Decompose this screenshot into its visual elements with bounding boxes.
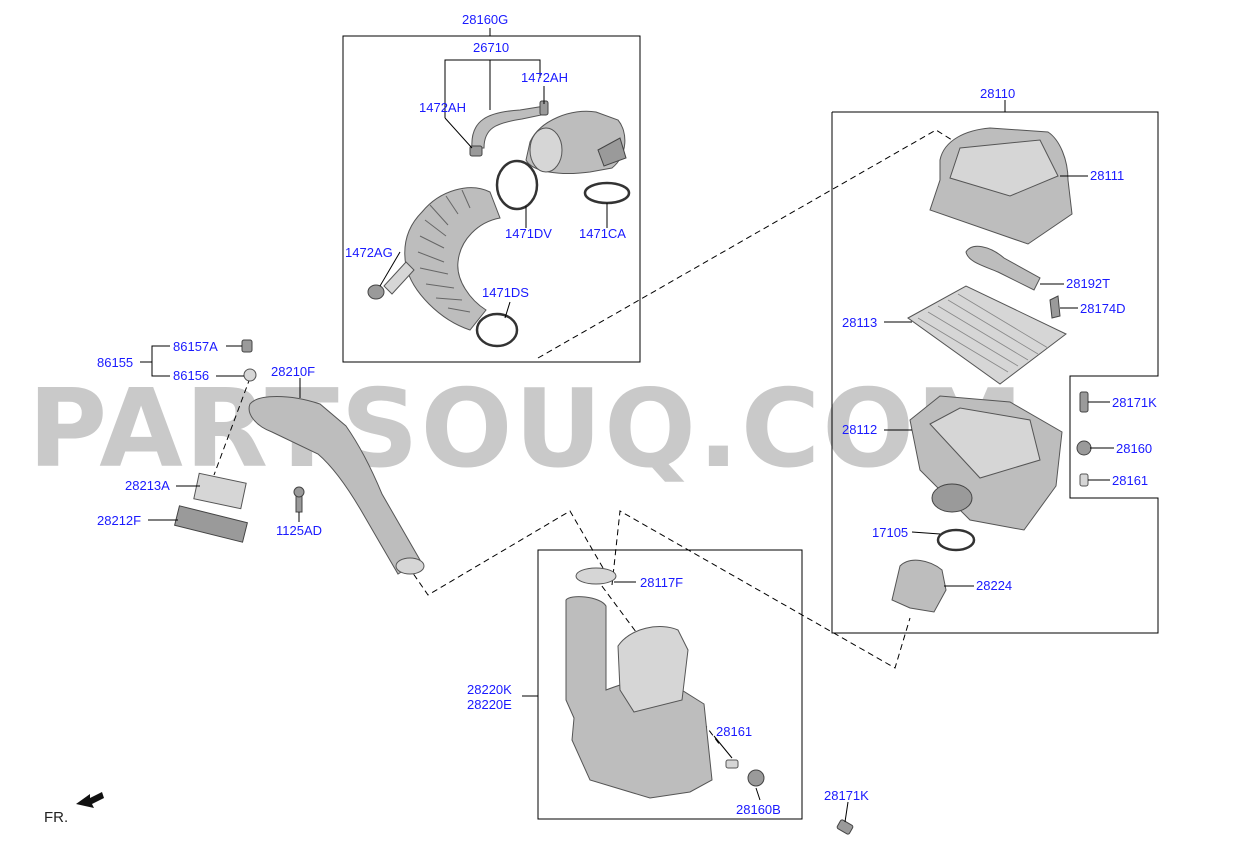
label-28220K: 28220K — [467, 682, 512, 697]
label-1125AD: 1125AD — [276, 523, 322, 538]
body-outlet — [931, 483, 973, 513]
label-28111: 28111 — [1090, 168, 1124, 183]
label-28192T: 28192T — [1066, 276, 1110, 291]
label-86155: 86155 — [97, 355, 133, 370]
front-arrow-icon — [76, 792, 104, 808]
clamp-1471DV — [495, 159, 539, 211]
seal-17105 — [936, 528, 976, 552]
bolt-28171K-bottom — [836, 819, 854, 835]
label-28112: 28112 — [842, 422, 877, 437]
seal-28117F — [575, 567, 617, 585]
hose-resonator-outlet — [597, 137, 627, 167]
label-1472AG: 1472AG — [345, 245, 393, 260]
label-86156: 86156 — [173, 368, 209, 383]
label-17105: 17105 — [872, 525, 908, 540]
box-28110 — [831, 111, 1159, 634]
pin-28161-right — [1079, 473, 1089, 487]
body-inner — [929, 407, 1041, 479]
label-28213A: 28213A — [125, 478, 170, 493]
label-1471DS: 1471DS — [482, 285, 529, 300]
label-28174D: 28174D — [1080, 301, 1126, 316]
cover-top-face — [949, 139, 1059, 197]
label-28171K-bottom: 28171K — [824, 788, 869, 803]
hose-resonator-end — [529, 127, 563, 173]
label-28160B: 28160B — [736, 802, 781, 817]
box-28160G — [342, 35, 641, 363]
label-1472AH-right: 1472AH — [521, 70, 568, 85]
leader-lines — [140, 28, 1114, 823]
clamp-1471CA — [583, 181, 631, 205]
bolt-28171K-right — [1079, 391, 1089, 413]
label-28117F: 28117F — [640, 575, 683, 590]
hose-ribs — [417, 189, 471, 313]
label-1472AH-left: 1472AH — [419, 100, 466, 115]
clip-86157A — [241, 339, 253, 353]
bracket-28212F — [174, 505, 248, 543]
hose-28192T — [965, 245, 1041, 291]
clip-86156 — [243, 368, 257, 382]
pin-28161-bottom — [725, 759, 739, 769]
resonator-pipe — [617, 626, 689, 713]
connector-filter-to-hose — [537, 129, 953, 359]
label-28220E: 28220E — [467, 697, 512, 712]
grommet-28160 — [1076, 440, 1092, 456]
clamp-1472AH-left — [469, 145, 483, 157]
clamp-1472AG — [367, 284, 385, 300]
clamp-1471DS — [475, 312, 519, 348]
label-28171K-right: 28171K — [1112, 395, 1157, 410]
label-26710: 26710 — [473, 40, 509, 55]
label-86157A: 86157A — [173, 339, 218, 354]
label-28224: 28224 — [976, 578, 1012, 593]
clip-28174D — [1049, 295, 1061, 319]
label-28113: 28113 — [842, 315, 877, 330]
filter-pleats — [917, 293, 1049, 373]
connector-resonator-to-duct — [611, 510, 911, 669]
label-28161-bottom: 28161 — [716, 724, 752, 739]
watermark: PARTSOUQ.COM — [28, 367, 1025, 492]
grommet-28160B — [747, 769, 765, 787]
hose-nipple — [383, 261, 415, 295]
duct-outlet — [395, 557, 425, 575]
label-28160: 28160 — [1116, 441, 1152, 456]
label-1471CA: 1471CA — [579, 226, 626, 241]
label-28161-right: 28161 — [1112, 473, 1148, 488]
connector-86156 — [213, 377, 251, 476]
label-28212F: 28212F — [97, 513, 141, 528]
label-1471DV: 1471DV — [505, 226, 552, 241]
connector-duct-to-resonator — [407, 510, 611, 596]
box-28220K — [537, 549, 803, 820]
duct-28224 — [891, 559, 947, 613]
orientation-label: FR. — [44, 809, 68, 826]
label-28160G: 28160G — [462, 12, 508, 27]
label-28110: 28110 — [980, 86, 1015, 101]
bolt-1125AD-head — [293, 486, 305, 498]
label-28210F: 28210F — [271, 364, 315, 379]
